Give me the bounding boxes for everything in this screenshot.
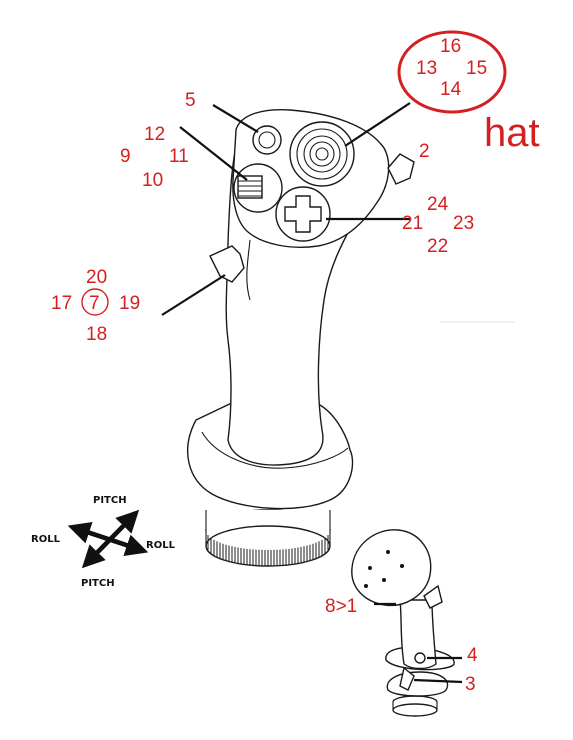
label-2: 2 xyxy=(419,141,430,162)
axis-pitch-top: PITCH xyxy=(93,495,127,506)
hat-16: 16 xyxy=(440,36,461,57)
small-joystick-labels: 8>1 4 3 xyxy=(325,596,478,695)
label-10: 10 xyxy=(142,170,163,191)
small-joystick-icon xyxy=(351,529,463,717)
label-8-to-1: 8>1 xyxy=(325,596,357,617)
hat-14: 14 xyxy=(440,79,462,100)
axis-roll-right: ROLL xyxy=(146,540,176,551)
axis-roll-left: ROLL xyxy=(31,534,61,545)
label-23: 23 xyxy=(453,213,474,234)
button-labels: 5 2 12 9 11 10 24 21 23 22 20 17 7 19 18 xyxy=(51,90,474,345)
label-9: 9 xyxy=(120,146,131,167)
hat-label: hat xyxy=(484,111,540,155)
hat-13: 13 xyxy=(416,58,437,79)
label-20: 20 xyxy=(86,267,107,288)
label-19: 19 xyxy=(119,293,140,314)
label-3: 3 xyxy=(465,674,476,695)
hat-15: 15 xyxy=(466,58,487,79)
label-4: 4 xyxy=(467,645,478,666)
label-7: 7 xyxy=(89,293,100,314)
label-22: 22 xyxy=(427,236,448,257)
callout-lines xyxy=(161,102,411,316)
label-17: 17 xyxy=(51,293,72,314)
label-12: 12 xyxy=(144,124,165,145)
label-24: 24 xyxy=(427,194,449,215)
label-5: 5 xyxy=(185,90,196,111)
hat-callout: 16 13 15 14 hat xyxy=(397,30,540,155)
joystick-grip-icon xyxy=(187,108,415,567)
pitch-roll-arrows-icon: PITCH PITCH ROLL ROLL xyxy=(31,495,176,589)
label-21: 21 xyxy=(402,213,423,234)
label-11: 11 xyxy=(169,146,189,167)
label-18: 18 xyxy=(86,324,107,345)
label-7-circle xyxy=(81,288,109,316)
axis-pitch-bottom: PITCH xyxy=(81,578,115,589)
